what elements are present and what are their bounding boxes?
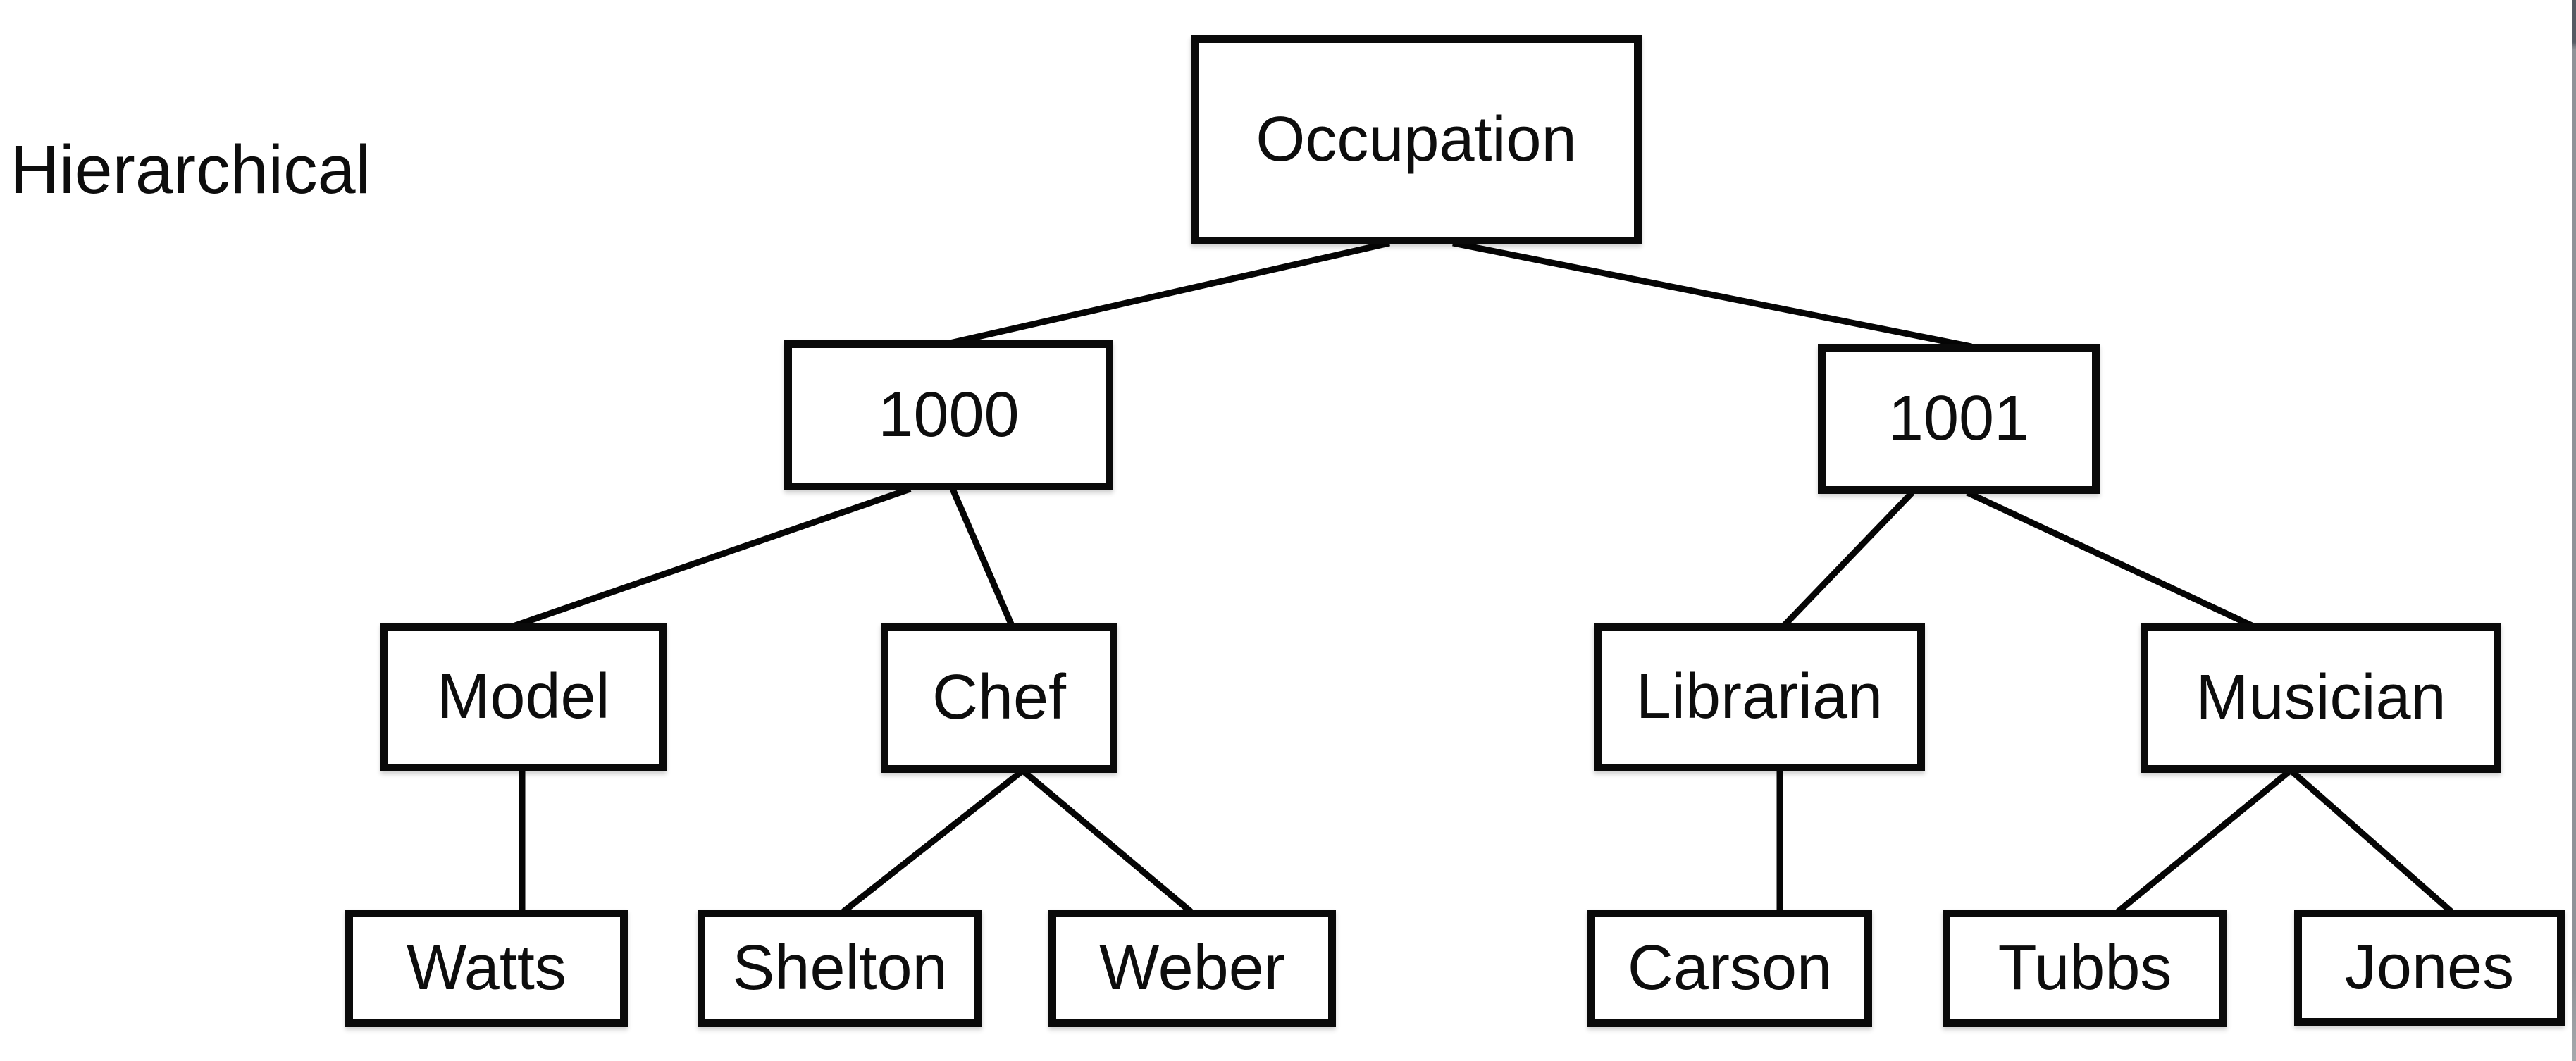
node-watts: Watts bbox=[345, 910, 628, 1027]
node-tubbs: Tubbs bbox=[1943, 910, 2227, 1027]
node-chef: Chef bbox=[881, 623, 1117, 773]
node-weber: Weber bbox=[1048, 910, 1336, 1027]
node-carson: Carson bbox=[1587, 910, 1872, 1027]
node-jones: Jones bbox=[2294, 910, 2565, 1026]
node-shelton: Shelton bbox=[698, 910, 982, 1027]
diagram-title: Hierarchical bbox=[10, 131, 371, 208]
node-1000: 1000 bbox=[784, 340, 1113, 490]
node-1001: 1001 bbox=[1818, 344, 2100, 494]
node-musician: Musician bbox=[2141, 623, 2501, 773]
node-occupation: Occupation bbox=[1191, 35, 1642, 244]
node-librarian: Librarian bbox=[1594, 623, 1925, 771]
right-edge-scrollbar-sliver bbox=[2572, 0, 2576, 1061]
node-model: Model bbox=[380, 623, 667, 771]
